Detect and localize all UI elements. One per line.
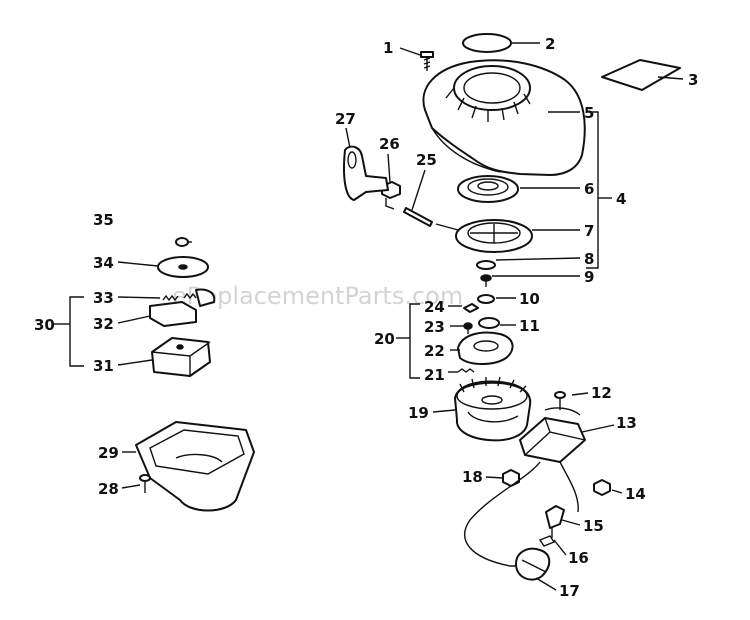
- callout-30: 30: [34, 316, 55, 334]
- part-1-screw: [420, 51, 434, 71]
- callout-32: 32: [93, 315, 114, 333]
- part-24-pawl: [463, 303, 479, 313]
- part-5-starter-case: [422, 59, 586, 176]
- callout-17: 17: [559, 582, 580, 600]
- callout-28: 28: [98, 480, 119, 498]
- part-28-screw: [139, 474, 151, 493]
- part-14-nut: [593, 479, 611, 496]
- callout-11: 11: [519, 317, 540, 335]
- ground-wire: [559, 461, 579, 513]
- part-21-spring: [457, 368, 475, 373]
- high-tension-cord: [464, 461, 541, 567]
- callout-27: 27: [335, 110, 356, 128]
- part-27-starter-handle: [343, 145, 389, 201]
- part-11-spacer: [478, 317, 500, 329]
- callout-9: 9: [584, 268, 594, 286]
- callout-33: 33: [93, 289, 114, 307]
- watermark: eReplacementParts.com: [172, 282, 463, 310]
- callout-29: 29: [98, 444, 119, 462]
- callout-7: 7: [584, 222, 594, 240]
- callout-23: 23: [424, 318, 445, 336]
- part-10-washer: [477, 294, 495, 304]
- callout-35: 35: [93, 211, 114, 229]
- part-22-starter-pulley: [457, 331, 514, 365]
- part-19-flywheel: [454, 376, 532, 442]
- part-9-screw: [480, 274, 492, 287]
- part-31-drum: [151, 337, 211, 377]
- part-16-clip: [538, 535, 556, 547]
- callout-1: 1: [383, 39, 393, 57]
- part-6-spiral-spring: [457, 175, 519, 203]
- callout-19: 19: [408, 404, 429, 422]
- part-3-label: [601, 59, 681, 91]
- part-12-screw: [554, 391, 566, 410]
- part-15-spark-plug: [545, 505, 565, 538]
- part-18-nut: [502, 469, 520, 487]
- callout-3: 3: [688, 71, 698, 89]
- callout-12: 12: [591, 384, 612, 402]
- part-32-ratchet: [149, 301, 197, 327]
- part-33-springs: [162, 288, 216, 307]
- part-7-reel: [435, 219, 533, 253]
- callout-10: 10: [519, 290, 540, 308]
- part-8-washer: [476, 260, 496, 270]
- part-2-gasket: [462, 33, 512, 53]
- part-34-plate: [157, 256, 209, 278]
- callout-numbers: 1 2 3 4 5 6 7 8 9 10 11 12 13 14 15 16 1…: [34, 35, 698, 600]
- callout-20: 20: [374, 330, 395, 348]
- callout-15: 15: [583, 517, 604, 535]
- callout-16: 16: [568, 549, 589, 567]
- callout-26: 26: [379, 135, 400, 153]
- part-25-pin: [403, 207, 433, 227]
- callout-5: 5: [584, 104, 594, 122]
- callout-2: 2: [545, 35, 555, 53]
- callout-18: 18: [462, 468, 483, 486]
- part-23-screw: [463, 322, 473, 334]
- part-13-ignition-coil: [519, 407, 586, 463]
- callout-6: 6: [584, 180, 594, 198]
- callout-31: 31: [93, 357, 114, 375]
- callout-24: 24: [424, 298, 445, 316]
- callout-8: 8: [584, 250, 594, 268]
- callout-14: 14: [625, 485, 646, 503]
- leader-lines: [54, 42, 684, 591]
- callout-25: 25: [416, 151, 437, 169]
- callout-13: 13: [616, 414, 637, 432]
- callout-22: 22: [424, 342, 445, 360]
- part-35-washer: [175, 237, 189, 247]
- callout-21: 21: [424, 366, 445, 384]
- part-29-clutch-housing: [135, 421, 255, 512]
- callout-4: 4: [616, 190, 626, 208]
- part-17-plug-cap: [515, 547, 551, 581]
- callout-34: 34: [93, 254, 114, 272]
